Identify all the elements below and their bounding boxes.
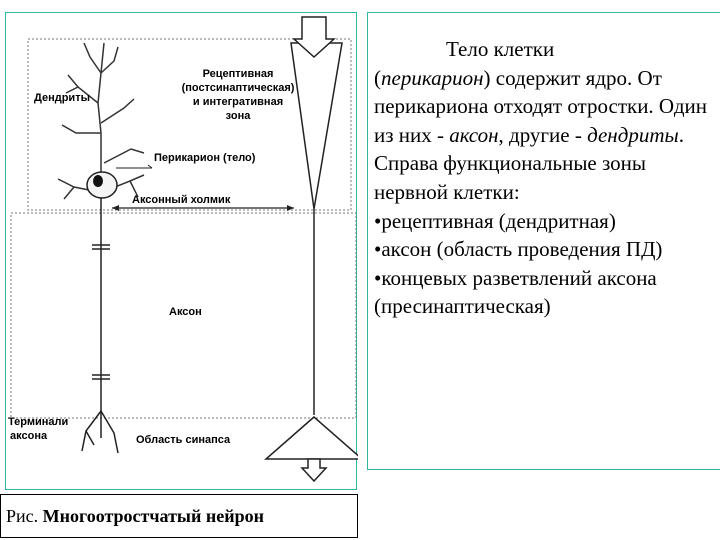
description-sentence-3: Справа функциональные зоны нервной клетк… [374, 151, 647, 204]
caption-title: Многоотростчатый нейрон [42, 506, 264, 526]
caption-prefix: Рис. [6, 506, 39, 526]
receptive-zone-box [27, 38, 352, 211]
label-axon-hillock: Аксонный холмик [132, 194, 231, 206]
label-receptive-1: Рецептивная [203, 68, 274, 80]
label-dendrites: Дендриты [34, 92, 90, 104]
label-terminals-1: Терминали [8, 416, 68, 428]
description-line-1: Тело клетки [446, 37, 555, 61]
axon-terminals [81, 410, 119, 454]
perikaryon-term: перикарион [381, 65, 484, 90]
nucleus-shape [93, 175, 103, 187]
bullet-terminal: •концевых разветвлений аксона (пресинапт… [374, 265, 657, 319]
label-receptive-2: (постсинаптическая) [182, 82, 295, 94]
axon-zone-box [10, 212, 357, 419]
description-sentence-2: От перикариона отходят отростки. Один из… [374, 65, 707, 147]
input-arrow [292, 16, 336, 59]
neuron-figure: Дендриты Рецептивная (постсинаптическая)… [5, 12, 358, 490]
label-receptive-3: и интегративная [193, 96, 283, 108]
dendrite-tree [57, 42, 145, 200]
synapse-triangle [264, 416, 358, 460]
label-synapse-area: Область синапса [136, 434, 231, 446]
perikaryon-shape [86, 171, 118, 199]
dendrites-term: дендриты [587, 122, 679, 147]
bullet-axon: •аксон (область проведения ПД) [374, 237, 663, 262]
label-terminals-2: аксона [10, 430, 48, 442]
receptive-triangle [290, 42, 343, 210]
axon-term: аксон [449, 122, 499, 147]
label-axon: Аксон [169, 306, 202, 318]
description-paragraph: (перикарион) содержит ядро. От перикарио… [374, 65, 707, 204]
label-perikaryon: Перикарион (тело) [154, 152, 256, 164]
description-panel: Тело клетки (перикарион) содержит ядро. … [367, 12, 720, 470]
figure-caption: Рис. Многоотростчатый нейрон [0, 494, 358, 538]
output-arrow [300, 458, 328, 483]
bullet-receptive: •рецептивная (дендритная) [374, 208, 616, 233]
label-receptive-4: зона [226, 110, 252, 122]
axon-nodes [92, 244, 110, 380]
neuron-diagram: Дендриты Рецептивная (постсинаптическая)… [8, 16, 358, 483]
